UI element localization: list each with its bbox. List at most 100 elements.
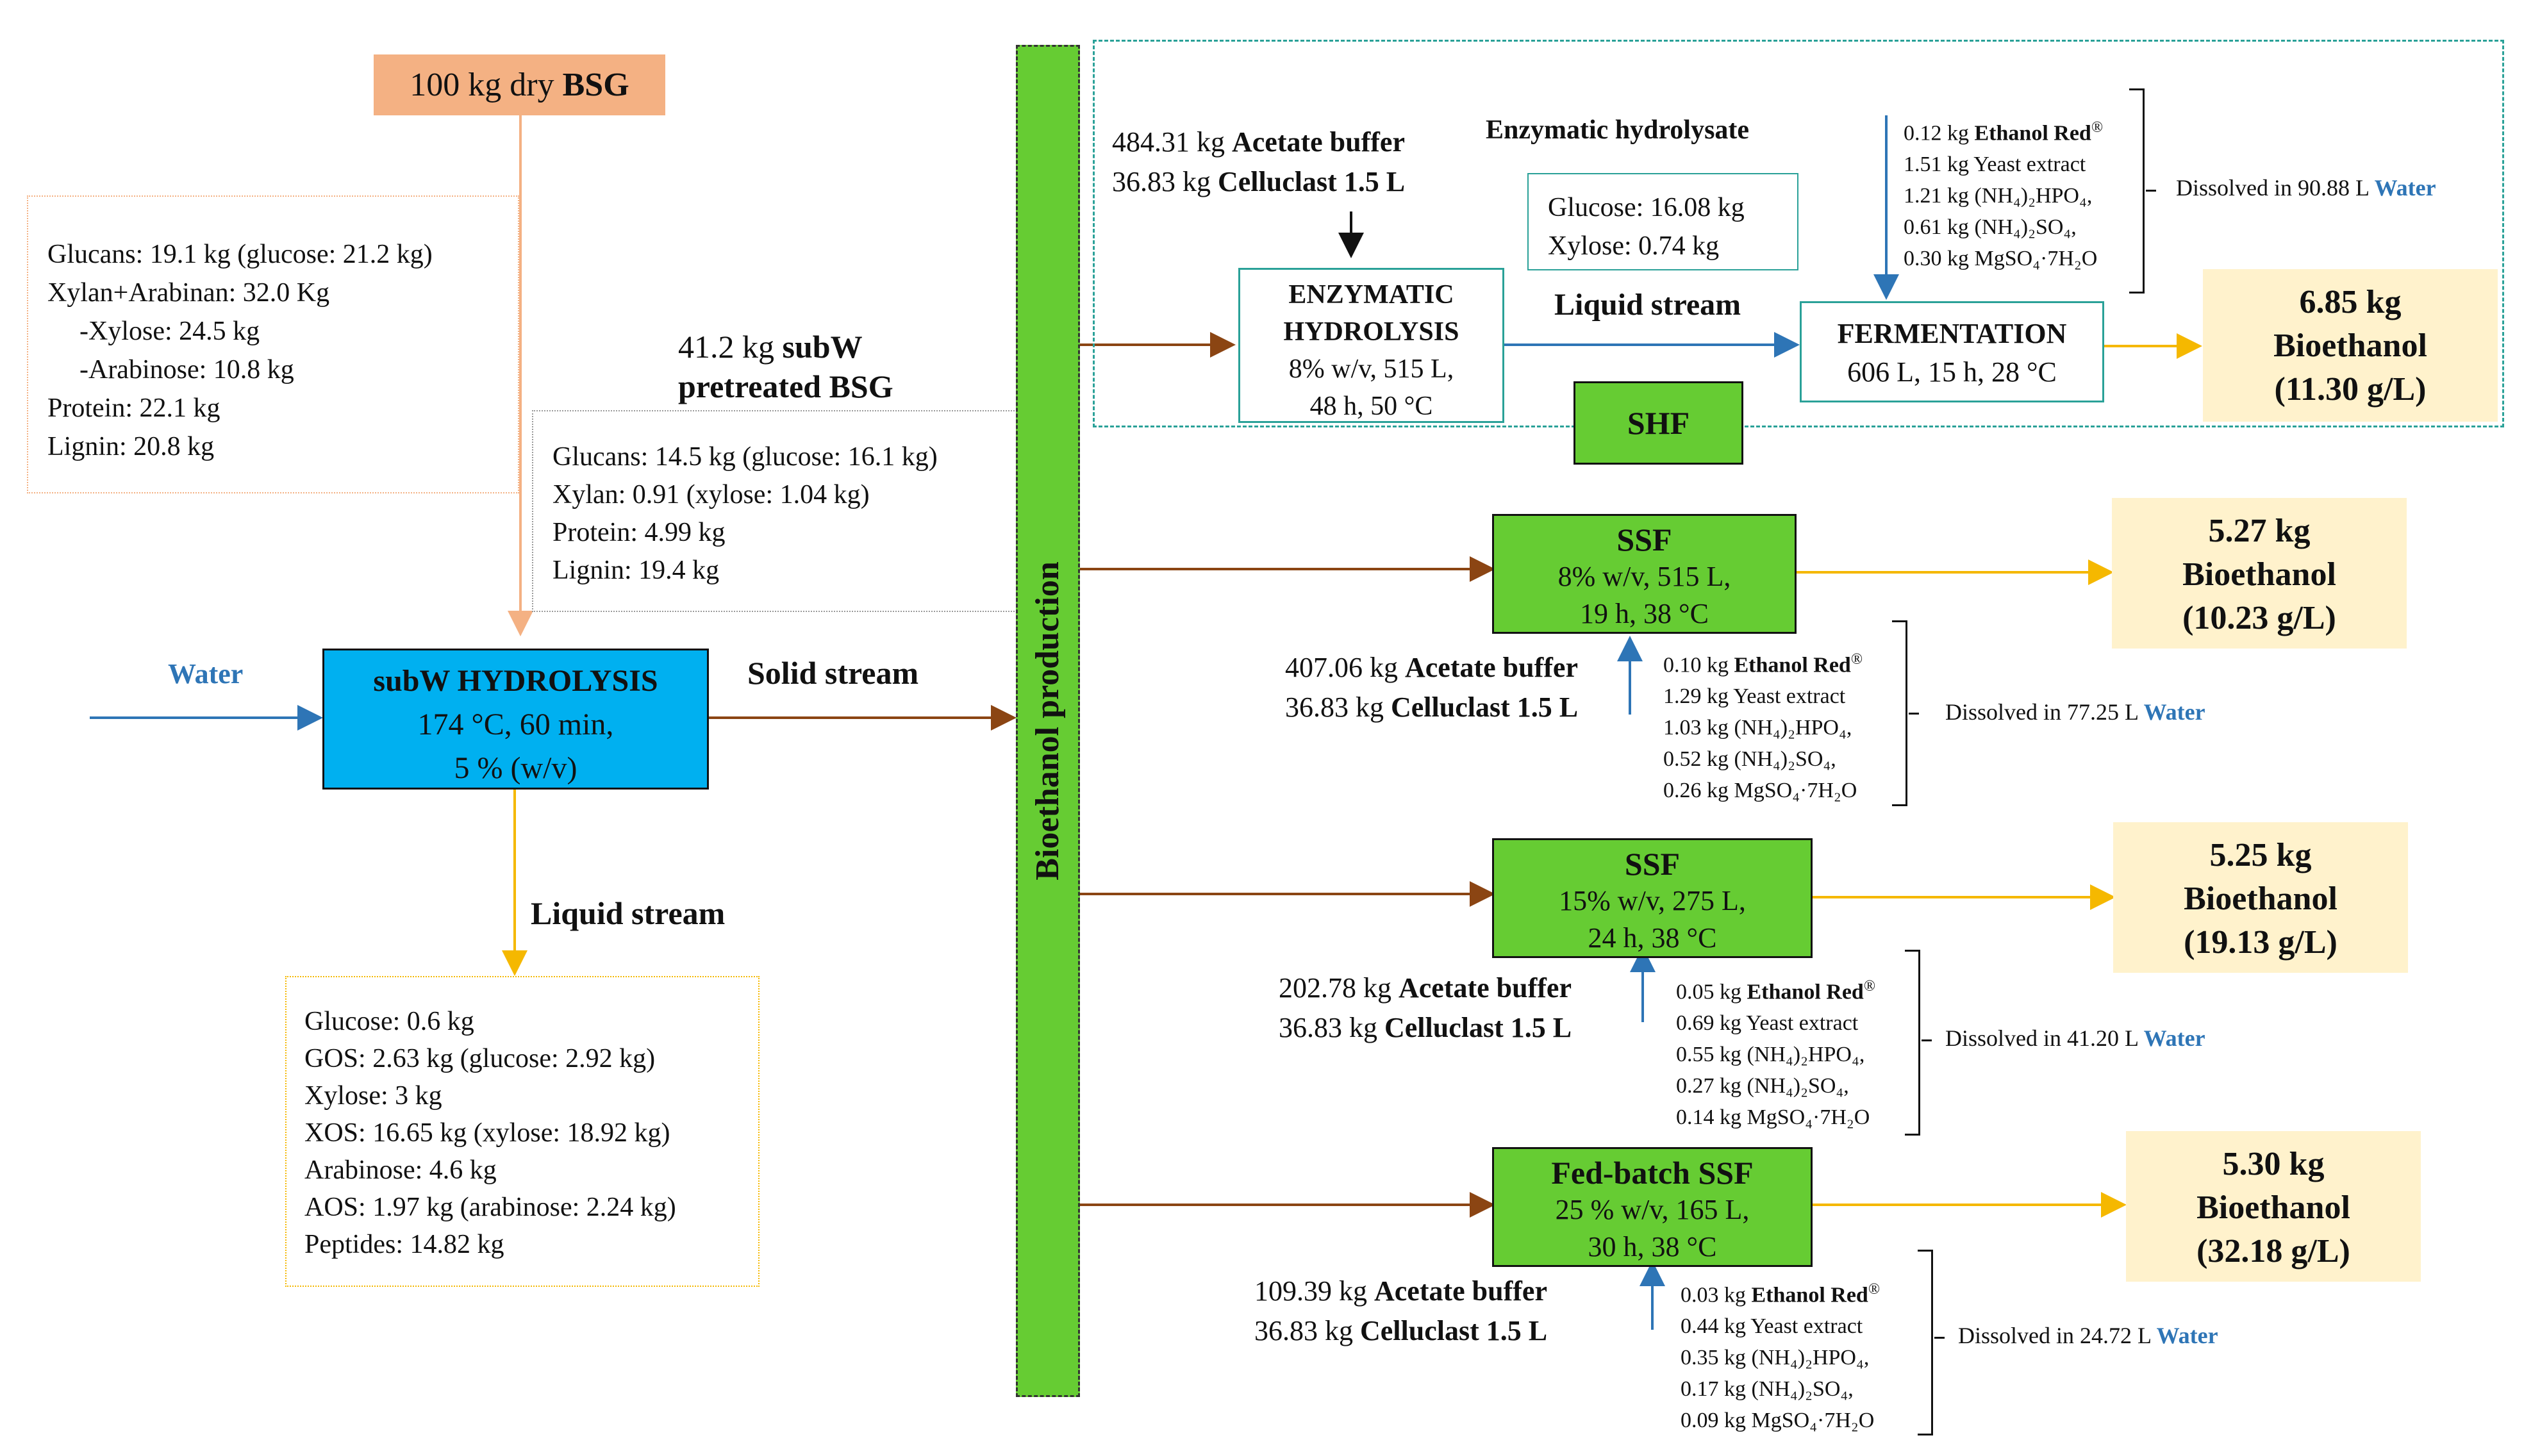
shf-hydrolysate-box: Glucose: 16.08 kg Xylose: 0.74 kg	[1527, 173, 1798, 270]
fermentation-box: FERMENTATION 606 L, 15 h, 28 °C	[1800, 301, 2104, 402]
pretreated-b1: subW	[782, 329, 863, 365]
nutrient-row: 0.12 kg Ethanol Red®	[1904, 112, 2147, 149]
liquid-line: Arabinose: 4.6 kg	[304, 1155, 497, 1185]
nutrient-row: 0.30 kg MgSO₄·7H₂O	[1904, 243, 2147, 274]
nutrient-amount: 1.21 kg	[1904, 184, 1975, 208]
subw-title: subW HYDROLYSIS	[373, 664, 658, 698]
fed-buffer: 109.39 kg Acetate buffer	[1254, 1277, 1547, 1305]
fed-nutrients: 0.03 kg Ethanol Red®0.44 kg Yeast extrac…	[1681, 1274, 1924, 1436]
shf-liquid-stream-label: Liquid stream	[1554, 288, 1741, 322]
shf-dissolved-text: Dissolved in 90.88 L	[2176, 175, 2369, 201]
pretreated-num: 41.2 kg	[678, 329, 774, 365]
shf-result-mass: 6.85 kg	[2299, 284, 2402, 320]
nutrient-amount: 0.09 kg	[1681, 1409, 1752, 1433]
nutrient-row: 0.35 kg (NH₄)₂HPO₄,	[1681, 1342, 1924, 1373]
registered-mark: ®	[1868, 1281, 1881, 1298]
hydrolysate-xylose: Xylose: 0.74 kg	[1548, 231, 1720, 261]
nutrient-name: (NH₄)₂SO₄,	[1734, 747, 1836, 772]
nutrient-name: (NH₄)₂HPO₄,	[1734, 716, 1852, 740]
ssf2-buffer: 202.78 kg Acetate buffer	[1279, 974, 1572, 1002]
fed-result-box: 5.30 kg Bioethanol (32.18 g/L)	[2126, 1131, 2421, 1282]
pretreated-b2: pretreated BSG	[678, 368, 893, 404]
ssf1-dissolved: Dissolved in 77.25 L Water	[1945, 700, 2205, 724]
nutrient-amount: 0.44 kg	[1681, 1314, 1751, 1339]
shf-label-box: SHF	[1573, 381, 1743, 465]
fed-result-mass: 5.30 kg	[2222, 1146, 2325, 1182]
shf-dissolved-water: Water	[2374, 175, 2436, 201]
fed-dissolved: Dissolved in 24.72 L Water	[1958, 1324, 2218, 1347]
ssf2-buffer-amount: 202.78 kg	[1279, 972, 1391, 1004]
nutrient-amount: 0.17 kg	[1681, 1377, 1752, 1402]
fed-buffer-name: Acetate buffer	[1374, 1275, 1547, 1307]
fed-title: Fed-batch SSF	[1551, 1155, 1754, 1191]
bioethanol-production-bar: Bioethanol production	[1016, 45, 1080, 1397]
nutrient-name: Ethanol Red	[1974, 121, 2091, 145]
enz-line2: 48 h, 50 °C	[1309, 392, 1433, 421]
ssf2-bracket-tick	[1922, 1039, 1932, 1041]
ssf1-bracket-tick	[1909, 713, 1919, 715]
ssf1-buffer-name: Acetate buffer	[1405, 652, 1578, 683]
shf-buffer-amount: 484.31 kg	[1112, 126, 1225, 158]
nutrient-name: Yeast extract	[1750, 1314, 1863, 1339]
ssf1-result-conc: (10.23 g/L)	[2182, 600, 2336, 636]
liquid-composition-box: Glucose: 0.6 kg GOS: 2.63 kg (glucose: 2…	[285, 976, 760, 1287]
nutrient-amount: 0.12 kg	[1904, 121, 1975, 145]
nutrient-name: MgSO₄·7H₂O	[1747, 1105, 1870, 1130]
shf-dissolved: Dissolved in 90.88 L Water	[2176, 176, 2436, 199]
nutrient-name: (NH₄)₂HPO₄,	[1974, 184, 2093, 208]
liquid-stream-label: Liquid stream	[531, 895, 726, 931]
ssf1-celluclast: 36.83 kg Celluclast 1.5 L	[1285, 693, 1578, 722]
ssf2-cellu-name: Celluclast 1.5 L	[1384, 1012, 1572, 1043]
ssf1-nutrients-bracket	[1892, 620, 1907, 806]
nutrient-row: 0.05 kg Ethanol Red®	[1676, 971, 1920, 1007]
solid-stream-label: Solid stream	[747, 655, 919, 691]
ssf1-cellu-amount: 36.83 kg	[1285, 691, 1384, 723]
input-bsg-num: 100 kg dry	[410, 67, 554, 103]
liquid-line: XOS: 16.65 kg (xylose: 18.92 kg)	[304, 1118, 670, 1148]
nutrient-row: 0.52 kg (NH₄)₂SO₄,	[1663, 743, 1907, 775]
nutrient-row: 1.51 kg Yeast extract	[1904, 149, 2147, 180]
fed-celluclast: 36.83 kg Celluclast 1.5 L	[1254, 1317, 1547, 1345]
bsg-composition-box: Glucans: 19.1 kg (glucose: 21.2 kg) Xyla…	[27, 195, 519, 493]
fed-box: Fed-batch SSF 25 % w/v, 165 L, 30 h, 38 …	[1492, 1147, 1813, 1267]
nutrient-name: Yeast extract	[1733, 684, 1846, 709]
ssf2-dissolved-water: Water	[2143, 1025, 2205, 1051]
pretreated-composition-box: Glucans: 14.5 kg (glucose: 16.1 kg) Xyla…	[532, 410, 1019, 612]
nutrient-name: Yeast extract	[1973, 153, 2086, 177]
ssf1-title: SSF	[1616, 522, 1672, 558]
fed-bracket-tick	[1934, 1337, 1945, 1339]
ssf2-result-box: 5.25 kg Bioethanol (19.13 g/L)	[2113, 822, 2408, 973]
ssf1-result-box: 5.27 kg Bioethanol (10.23 g/L)	[2112, 498, 2407, 649]
ssf1-box: SSF 8% w/v, 515 L, 19 h, 38 °C	[1492, 514, 1797, 634]
ssf2-celluclast: 36.83 kg Celluclast 1.5 L	[1279, 1014, 1572, 1042]
ssf1-dissolved-water: Water	[2143, 699, 2205, 725]
ssf2-line1: 15% w/v, 275 L,	[1559, 885, 1746, 916]
nutrient-amount: 0.05 kg	[1676, 980, 1747, 1004]
ssf2-cellu-amount: 36.83 kg	[1279, 1012, 1377, 1043]
enzymatic-hydrolysis-box: ENZYMATIC HYDROLYSIS 8% w/v, 515 L, 48 h…	[1238, 268, 1504, 423]
nutrient-amount: 1.51 kg	[1904, 153, 1974, 177]
ferm-title: FERMENTATION	[1837, 318, 2067, 349]
nutrient-row: 1.21 kg (NH₄)₂HPO₄,	[1904, 180, 2147, 211]
subw-hydrolysis-box: subW HYDROLYSIS 174 °C, 60 min, 5 % (w/v…	[322, 649, 709, 790]
ssf2-result-mass: 5.25 kg	[2209, 837, 2312, 873]
composition-line: Glucans: 19.1 kg (glucose: 21.2 kg)	[47, 240, 433, 269]
shf-nutrients-bracket	[2129, 88, 2145, 294]
composition-line: -Arabinose: 10.8 kg	[79, 355, 294, 385]
nutrient-amount: 0.55 kg	[1676, 1043, 1747, 1067]
fed-dissolved-water: Water	[2156, 1323, 2218, 1348]
water-label: Water	[168, 658, 244, 690]
ssf2-dissolved: Dissolved in 41.20 L Water	[1945, 1027, 2205, 1050]
ssf1-result-mass: 5.27 kg	[2208, 513, 2311, 549]
nutrient-name: Ethanol Red	[1734, 653, 1851, 677]
pretreated-title: 41.2 kg subW pretreated BSG	[678, 327, 999, 406]
shf-cellu-amount: 36.83 kg	[1112, 166, 1211, 197]
ssf1-dissolved-text: Dissolved in 77.25 L	[1945, 699, 2138, 725]
enz-title1: ENZYMATIC	[1288, 280, 1454, 310]
nutrient-row: 0.09 kg MgSO₄·7H₂O	[1681, 1405, 1924, 1436]
nutrient-row: 1.29 kg Yeast extract	[1663, 681, 1907, 712]
nutrient-row: 0.17 kg (NH₄)₂SO₄,	[1681, 1373, 1924, 1405]
nutrient-amount: 0.10 kg	[1663, 653, 1734, 677]
enz-title2: HYDROLYSIS	[1283, 317, 1459, 347]
